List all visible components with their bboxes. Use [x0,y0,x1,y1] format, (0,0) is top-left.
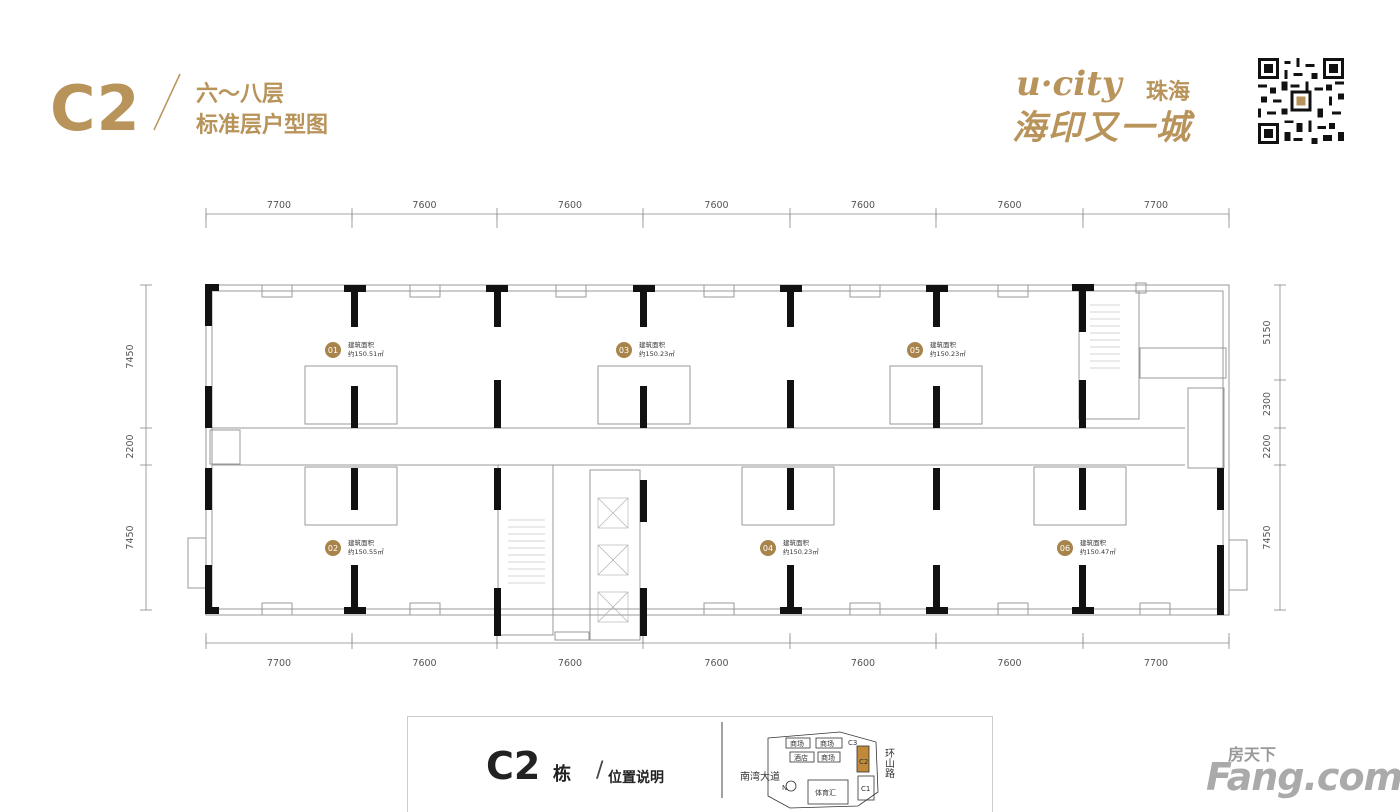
location-building-code: C2 [486,744,541,788]
unit-area-value: 约150.23㎡ [639,349,675,358]
unit-area-value: 约150.23㎡ [783,547,819,556]
site-label: C3 [848,739,857,747]
unit-badge [760,540,776,556]
dimension-left-0: 7450 [125,344,136,368]
unit-badge [325,540,341,556]
location-building-suffix: 栋 [553,764,571,785]
dimension-right-1: 2300 [1262,392,1273,416]
unit-area-value: 约150.55㎡ [348,547,384,556]
brand-logo-text: u·city [1016,64,1122,104]
unit-area-label: 建筑面积 [1080,538,1107,547]
unit-area-value: 约150.47㎡ [1080,547,1116,556]
outer-wall-outline [187,282,1248,641]
dimension-right-0: 5150 [1262,320,1273,344]
site-label: 商场 [790,739,804,748]
site-road-south: 南湾大道 [740,770,780,783]
unit-badge [616,342,632,358]
dimension-top-3: 7600 [704,200,728,211]
site-label: 商场 [820,739,834,748]
unit-number: 06 [1060,544,1070,553]
brand-name: 海印又一城 [1012,108,1192,148]
floor-plan-title: 标准层户型图 [196,113,329,138]
dimension-left-1: 2200 [125,434,136,458]
dimension-left-2: 7450 [125,525,136,549]
unit-area-label: 建筑面积 [348,340,375,349]
site-label: C1 [861,785,870,793]
site-label: C2 [859,758,868,766]
unit-area-label: 建筑面积 [930,340,957,349]
dimension-bottom-4: 7600 [851,658,875,669]
unit-number: 02 [328,544,338,553]
site-road-east: 环山路 [883,748,895,779]
dimension-bottom-5: 7600 [997,658,1021,669]
dimension-top-2: 7600 [558,200,582,211]
dimension-top-6: 7700 [1144,200,1168,211]
dimension-right-3: 7450 [1262,525,1273,549]
unit-number: 01 [328,346,338,355]
watermark-logo: Fang.com [1206,755,1400,799]
unit-area-label: 建筑面积 [639,340,666,349]
unit-number: 04 [763,544,773,553]
unit-area-label: 建筑面积 [348,538,375,547]
unit-area-value: 约150.51㎡ [348,349,384,358]
site-label: N [782,784,787,792]
watermark-chinese: 房天下 [1228,745,1277,764]
site-plan [721,722,879,809]
dimension-bottom-2: 7600 [558,658,582,669]
unit-badge [1057,540,1073,556]
unit-number: 03 [619,346,629,355]
dimension-top-1: 7600 [412,200,436,211]
brand-city: 珠海 [1146,80,1191,105]
unit-area-value: 约150.23㎡ [930,349,966,358]
building-code: C2 [50,72,141,145]
location-label: 位置说明 [608,770,664,786]
dimension-right-2: 2200 [1262,434,1273,458]
stair-hatching [508,304,1120,623]
dimension-bottom-1: 7600 [412,658,436,669]
location-divider-slash: / [596,758,604,783]
location-panel [407,716,993,812]
dimension-bottom-3: 7600 [704,658,728,669]
dimension-top-4: 7600 [851,200,875,211]
qr-code-icon [1258,58,1344,144]
site-label: 体育汇 [815,788,836,797]
unit-area-label: 建筑面积 [783,538,810,547]
unit-number: 05 [910,346,920,355]
site-label: 酒店 [794,753,808,762]
dimension-lines [140,208,1286,649]
dimension-top-0: 7700 [267,200,291,211]
unit-badge [325,342,341,358]
header-divider-slash [153,73,181,131]
dimension-bottom-6: 7700 [1144,658,1168,669]
floor-range-title: 六～八层 [196,82,285,107]
dimension-bottom-0: 7700 [267,658,291,669]
structural-columns [205,284,1224,636]
site-label: 商场 [821,753,835,762]
unit-badge [907,342,923,358]
dimension-top-5: 7600 [997,200,1021,211]
